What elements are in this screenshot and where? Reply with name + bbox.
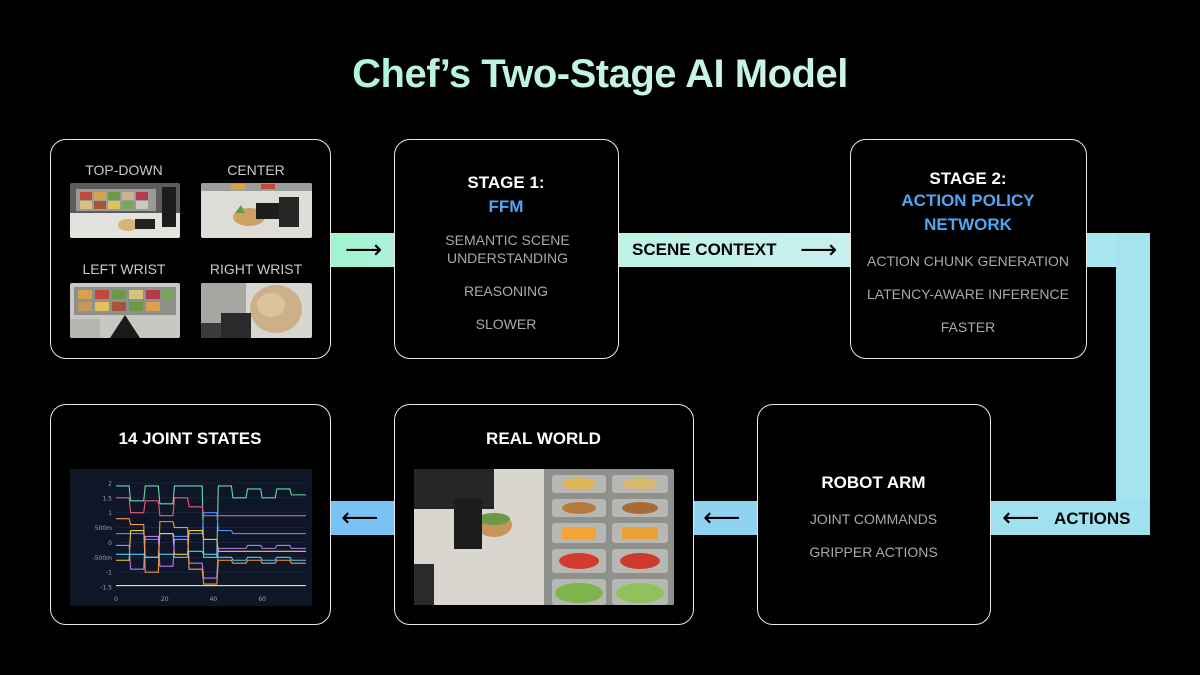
stage1-heading: STAGE 1: xyxy=(467,173,545,192)
x-tick-label: 40 xyxy=(210,596,218,603)
stage2-box: STAGE 2: ACTION POLICY NETWORK ACTION CH… xyxy=(850,139,1087,359)
stage1-item: SEMANTIC SCENE UNDERSTANDING xyxy=(445,232,570,266)
joint-states-heading: 14 JOINT STATES xyxy=(118,429,262,448)
stage2-item: ACTION CHUNK GENERATION xyxy=(867,253,1069,269)
x-tick-label: 20 xyxy=(161,596,169,603)
arrow-left-icon: ⟵ xyxy=(703,502,741,532)
stage2-item: LATENCY-AWARE INFERENCE xyxy=(867,286,1069,302)
real-world-box: REAL WORLD xyxy=(394,404,694,625)
y-tick-label: -500m xyxy=(93,555,113,562)
right-wrist-camera-image xyxy=(201,283,312,338)
robot-arm-item: GRIPPER ACTIONS xyxy=(809,544,938,560)
y-tick-label: 1.5 xyxy=(102,495,112,502)
stage1-name: FFM xyxy=(488,197,524,216)
y-tick-label: 0 xyxy=(108,540,112,547)
series-line-4 xyxy=(116,535,306,579)
page-title: Chef’s Two-Stage AI Model xyxy=(0,52,1200,97)
camera-label-top-down: TOP-DOWN xyxy=(85,162,163,178)
real-world-image xyxy=(414,469,674,605)
y-tick-label: 2 xyxy=(108,481,112,488)
series-line-0 xyxy=(116,485,306,558)
center-camera-image xyxy=(201,183,312,238)
arrow-right-icon: ⟶ xyxy=(800,234,838,264)
world-to-joints-band xyxy=(330,501,395,535)
stage2-name-line1: ACTION POLICY xyxy=(901,191,1035,210)
series-line-1 xyxy=(116,512,306,541)
real-world-heading: REAL WORLD xyxy=(486,429,601,448)
y-tick-label: 500m xyxy=(95,525,112,532)
camera-label-center: CENTER xyxy=(227,162,285,178)
stage2-name-line2: NETWORK xyxy=(924,215,1012,234)
series-line-3 xyxy=(116,497,306,517)
series-line-5 xyxy=(116,518,306,585)
y-tick-label: -1 xyxy=(106,570,112,577)
x-tick-label: 0 xyxy=(114,596,118,603)
actions-band xyxy=(990,501,1150,535)
input-to-stage1-band xyxy=(330,233,395,267)
stage1-item: REASONING xyxy=(463,283,548,299)
arrow-left-icon: ⟵ xyxy=(341,502,379,532)
robot-to-world-band xyxy=(692,501,758,535)
x-tick-label: 60 xyxy=(258,596,266,603)
camera-inputs-box: TOP-DOWN CENTER LEFT WRIST RIGHT WRIST xyxy=(50,139,331,359)
y-tick-label: -1.5 xyxy=(100,585,112,592)
camera-label-right-wrist: RIGHT WRIST xyxy=(209,261,303,277)
left-wrist-camera-image xyxy=(70,283,180,338)
actions-label: ACTIONS xyxy=(1054,509,1131,528)
arrow-left-icon: ⟵ xyxy=(1002,502,1040,532)
stage2-item: FASTER xyxy=(940,319,996,335)
robot-arm-box: ROBOT ARM JOINT COMMANDS GRIPPER ACTIONS xyxy=(757,404,991,625)
stage1-item: SLOWER xyxy=(475,316,537,332)
robot-arm-heading: ROBOT ARM xyxy=(821,473,926,492)
robot-arm-item: JOINT COMMANDS xyxy=(809,511,938,527)
scene-context-label: SCENE CONTEXT xyxy=(632,240,777,259)
scene-context-band xyxy=(618,233,852,267)
top-down-camera-image xyxy=(70,183,180,238)
stage2-heading: STAGE 2: xyxy=(929,169,1007,188)
arrow-right-icon: ⟶ xyxy=(345,234,383,264)
vertical-band xyxy=(1116,233,1150,535)
camera-label-left-wrist: LEFT WRIST xyxy=(82,261,166,277)
series-line-6 xyxy=(116,550,306,561)
y-tick-label: 1 xyxy=(108,510,112,517)
stage1-box: STAGE 1: FFM SEMANTIC SCENE UNDERSTANDIN… xyxy=(394,139,619,359)
